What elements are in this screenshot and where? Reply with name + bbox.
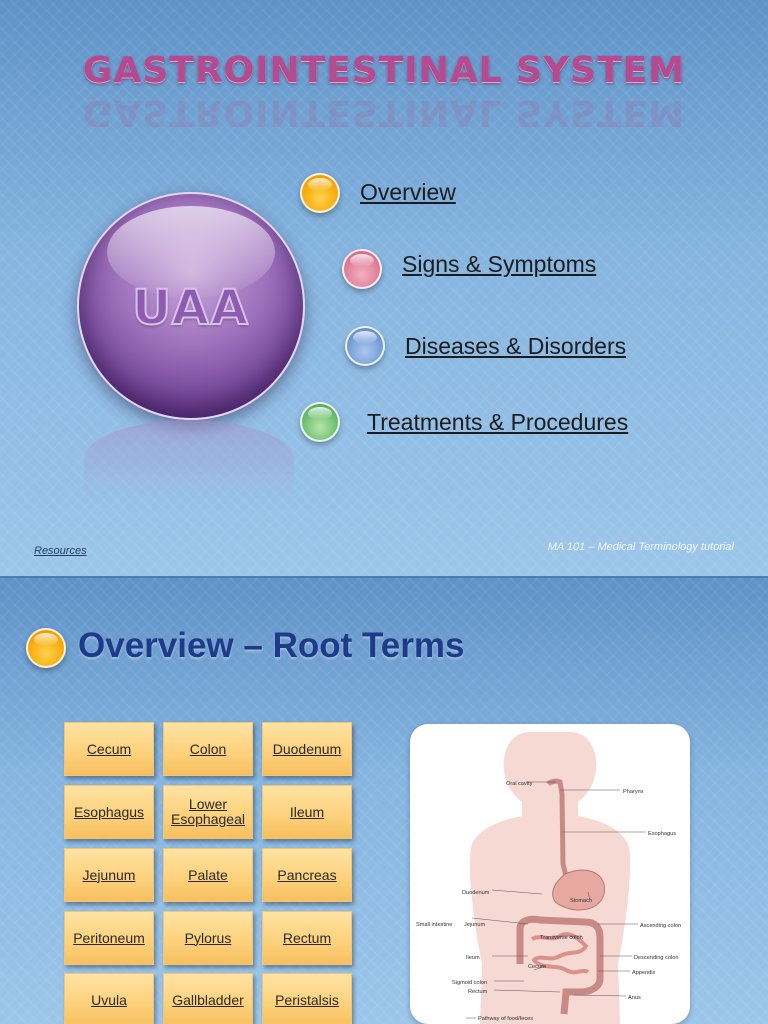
label-pathway: Pathway of food/feces — [478, 1016, 533, 1022]
orb-reflection — [84, 420, 294, 500]
term-card-pylorus[interactable]: Pylorus — [163, 911, 253, 965]
slide-title: Overview – Root Terms — [78, 626, 465, 665]
slide-title: GASTROINTESTINAL SYSTEM — [82, 50, 686, 91]
menu-link-signs-symptoms[interactable]: Signs & Symptoms — [402, 251, 597, 277]
digestive-diagram-svg: Oral cavity Pharynx Esophagus Duodenum S… — [416, 732, 681, 1024]
digestive-system-diagram: Oral cavity Pharynx Esophagus Duodenum S… — [410, 724, 690, 1024]
label-rectum: Rectum — [468, 989, 488, 995]
label-small-intestine: Small intestine — [416, 922, 452, 928]
label-ascending-colon: Ascending colon — [640, 923, 681, 929]
term-card-uvula[interactable]: Uvula — [64, 973, 154, 1024]
label-duodenum: Duodenum — [462, 890, 490, 896]
label-pharynx: Pharynx — [623, 789, 644, 795]
term-card-cecum[interactable]: Cecum — [64, 722, 154, 776]
term-card-peristalsis[interactable]: Peristalsis — [262, 973, 352, 1024]
pink-bullet-icon — [342, 249, 382, 289]
term-card-colon[interactable]: Colon — [163, 722, 253, 776]
menu-link-treatments-procedures[interactable]: Treatments & Procedures — [367, 409, 629, 435]
menu-link-overview[interactable]: Overview — [360, 179, 456, 205]
stomach-shape — [552, 869, 605, 911]
uaa-logo-text: UAA — [131, 279, 250, 337]
body-silhouette — [469, 732, 631, 1024]
label-anus: Anus — [628, 995, 641, 1001]
orange-bullet-icon — [26, 628, 66, 668]
label-cecum: Cecum — [528, 964, 546, 970]
term-card-esophagus[interactable]: Esophagus — [64, 785, 154, 839]
label-esophagus: Esophagus — [648, 831, 676, 837]
label-ileum: Ileum — [466, 955, 480, 961]
orange-bullet-icon — [300, 173, 340, 213]
resources-link[interactable]: Resources — [34, 545, 87, 557]
label-appendix: Appendix — [632, 970, 656, 976]
term-card-gallbladder[interactable]: Gallbladder — [163, 973, 253, 1024]
green-bullet-icon — [300, 402, 340, 442]
blue-bullet-icon — [345, 326, 385, 366]
term-card-duodenum[interactable]: Duodenum — [262, 722, 352, 776]
course-footer: MA 101 – Medical Terminology tutorial — [547, 541, 734, 553]
label-jejunum: Jejunum — [464, 922, 485, 928]
label-stomach: Stomach — [570, 898, 592, 904]
slide-divider — [0, 576, 768, 578]
term-card-lower-esophageal[interactable]: Lower Esophageal — [163, 785, 253, 839]
term-card-peritoneum[interactable]: Peritoneum — [64, 911, 154, 965]
label-oral-cavity: Oral cavity — [506, 781, 533, 787]
title-slide: GASTROINTESTINAL SYSTEM GASTROINTESTINAL… — [0, 0, 768, 576]
label-sigmoid-colon: Sigmoid colon — [452, 980, 487, 986]
label-transverse-colon: Transverse colon — [540, 935, 583, 941]
menu-link-diseases-disorders[interactable]: Diseases & Disorders — [405, 333, 627, 359]
label-descending-colon: Descending colon — [634, 955, 678, 961]
term-card-palate[interactable]: Palate — [163, 848, 253, 902]
term-card-pancreas[interactable]: Pancreas — [262, 848, 352, 902]
term-card-ileum[interactable]: Ileum — [262, 785, 352, 839]
uaa-orb: UAA — [77, 192, 305, 420]
term-card-rectum[interactable]: Rectum — [262, 911, 352, 965]
term-card-jejunum[interactable]: Jejunum — [64, 848, 154, 902]
slide-title-reflection: GASTROINTESTINAL SYSTEM — [82, 92, 686, 133]
colon-shape — [516, 915, 604, 1015]
esophagus-shape — [546, 778, 569, 877]
